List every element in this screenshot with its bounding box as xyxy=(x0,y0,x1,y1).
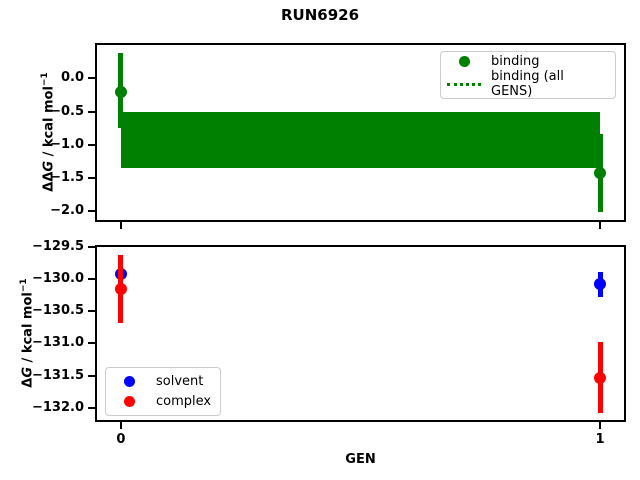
y-tick-label: −1.0 xyxy=(50,136,84,152)
y-tick xyxy=(88,210,95,213)
dot-marker xyxy=(123,376,135,388)
complex-point xyxy=(114,283,127,296)
y-tick-label: 0.0 xyxy=(60,70,84,86)
y-tick xyxy=(88,143,95,146)
y-tick-label: −130.5 xyxy=(31,303,84,319)
y-axis-label: ΔΔG / kcal mol−1 xyxy=(40,72,57,192)
solvent-point xyxy=(594,277,607,290)
y-tick xyxy=(88,246,95,248)
legend-label: complex xyxy=(156,393,212,409)
legend-dot-icon xyxy=(112,376,146,388)
complex-point xyxy=(594,371,607,384)
legend-entry: binding (all GENS) xyxy=(447,69,609,99)
legend-entry: binding xyxy=(447,54,609,69)
y-tick-label: −131.5 xyxy=(31,367,84,383)
x-tick-label: 0 xyxy=(116,432,126,447)
legend-dotted-line-icon xyxy=(447,82,481,86)
legend-label: binding xyxy=(491,54,540,69)
y-tick xyxy=(88,278,95,281)
y-tick-label: −1.5 xyxy=(50,170,84,186)
axes-spines xyxy=(95,43,626,222)
y-tick-label: −130.0 xyxy=(31,271,84,287)
x-tick-label: 1 xyxy=(595,432,605,447)
y-tick xyxy=(88,342,95,345)
y-tick xyxy=(88,77,95,80)
y-tick-label: −129.5 xyxy=(31,239,84,254)
legend-entry: solvent xyxy=(112,374,214,389)
figure-title: RUN6926 xyxy=(280,6,360,24)
y-tick-label: −132.0 xyxy=(31,399,84,415)
uncertainty-band xyxy=(120,111,601,169)
x-tick xyxy=(119,222,122,229)
axes-spines xyxy=(95,245,626,422)
y-tick-label: −131.0 xyxy=(31,335,84,351)
legend-dot-icon xyxy=(447,56,481,67)
x-axis-label: GEN xyxy=(345,452,376,467)
y-tick xyxy=(88,310,95,313)
y-tick xyxy=(88,110,95,113)
legend-label: solvent xyxy=(156,374,204,390)
plot-area xyxy=(97,45,624,220)
y-tick xyxy=(88,406,95,409)
x-tick xyxy=(599,422,602,429)
legend-label: binding (all GENS) xyxy=(491,69,564,99)
y-tick-label: −0.5 xyxy=(50,103,84,119)
y-tick xyxy=(88,177,95,180)
plot-area xyxy=(97,247,624,420)
y-tick-label: −2.0 xyxy=(50,203,84,219)
legend-entry: complex xyxy=(112,394,214,409)
y-tick xyxy=(88,374,95,377)
binding-point xyxy=(114,85,127,98)
dotted-line xyxy=(447,82,481,86)
legend: solvent complex xyxy=(105,367,221,416)
dot-marker xyxy=(458,56,470,67)
x-tick xyxy=(599,222,602,229)
legend-dot-icon xyxy=(112,395,146,407)
dot-marker xyxy=(123,395,135,407)
y-axis-label: ΔG / kcal mol−1 xyxy=(19,278,36,388)
x-tick xyxy=(119,422,122,429)
binding-point xyxy=(594,166,607,179)
